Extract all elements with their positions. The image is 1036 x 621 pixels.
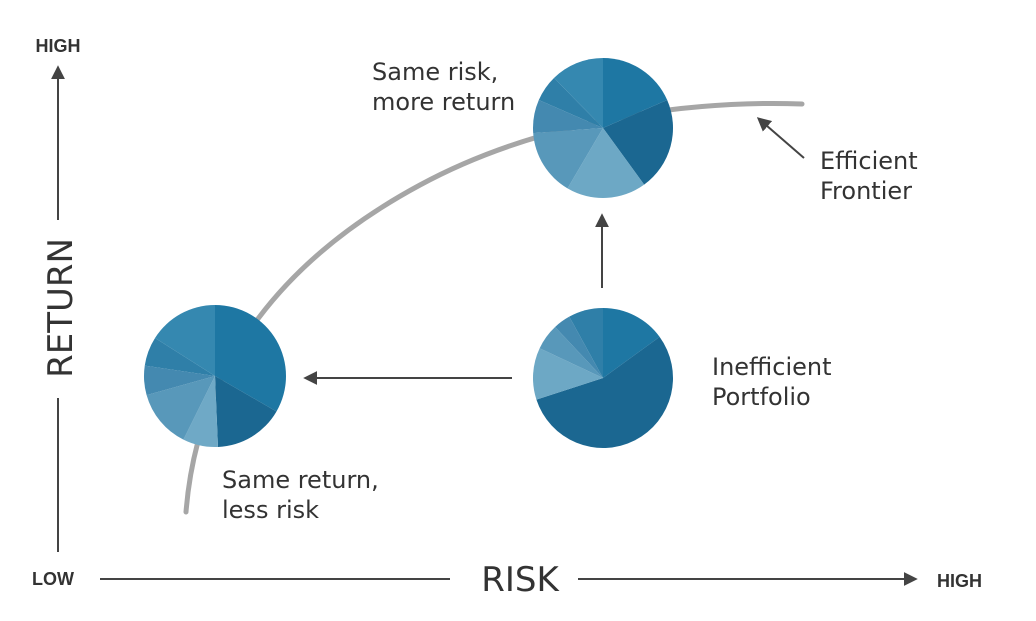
same-return-label: Same return, less risk [222,466,386,524]
pie-slice [215,305,286,412]
pie-slice [146,376,215,440]
y-axis: HIGH RETURN [36,36,81,552]
pie-slice [533,348,603,400]
pie-slice [569,308,603,378]
portfolio-pie-same-return-less-risk [143,305,286,447]
pie-slice [538,77,603,128]
pie-slice [603,100,674,185]
pie-slice [215,376,277,447]
pie-slice [155,305,215,376]
x-axis-low-label: LOW [32,569,74,589]
inefficient-portfolio-label: Inefficient Portfolio [712,353,839,411]
same-risk-label: Same risk, more return [372,58,515,116]
pie-slice [554,58,603,128]
efficient-frontier-curve [183,101,805,515]
pie-slice [183,376,218,447]
y-axis-title: RETURN [41,238,81,378]
pie-slice [555,316,603,378]
x-axis-high-label: HIGH [937,571,982,591]
pie-slice [144,337,215,376]
y-axis-high-label: HIGH [36,36,81,56]
pie-slice [567,128,645,199]
pie-slice [603,308,660,378]
efficient-frontier-label: Efficient Frontier [820,147,925,205]
portfolio-pie-same-risk-more-return [533,58,674,199]
pie-slice [539,326,603,378]
pie-slice [143,365,215,396]
arrow-to-efficient-frontier [756,117,805,159]
x-axis: LOW RISK HIGH [32,560,982,600]
pie-slice [603,58,668,128]
pie-slice [533,128,603,189]
portfolio-pie-inefficient [533,308,673,448]
pie-slice [533,100,603,134]
x-axis-title: RISK [481,560,560,600]
pie-slice [536,336,673,448]
